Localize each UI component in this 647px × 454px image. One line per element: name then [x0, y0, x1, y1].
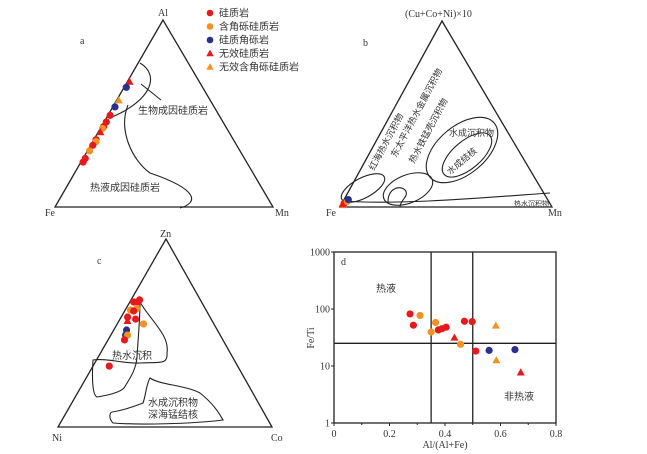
y-tick-label: 100 [315, 305, 330, 316]
data-point-b [344, 195, 352, 204]
region-label-hydrothermal-b: 热水沉积物 [514, 199, 549, 208]
panel-c: Zn c Ni Co 热水沉积 水成沉积物 深海锰结核 [52, 229, 283, 444]
region-label-hydrothermal-d: 热液 [376, 282, 396, 295]
panel-label-c: c [97, 256, 102, 267]
vertex-top-c: Zn [160, 229, 171, 240]
biogenic-tick [140, 83, 162, 101]
legend-marker-red-circle [206, 9, 214, 17]
data-point-d [427, 328, 435, 336]
region-label-hydrothermal-c: 热水沉积 [112, 349, 152, 362]
data-point-a [85, 147, 94, 155]
data-point-d [468, 318, 476, 326]
data-point-c [105, 362, 113, 370]
data-point-a [114, 96, 123, 104]
hydrogenous-nodule-region [441, 132, 493, 178]
x-tick-label: 0.8 [550, 429, 563, 440]
data-point-d [442, 323, 450, 331]
vertex-right-b: Mn [548, 208, 562, 219]
panel-d: d 热液 非热液 Al/(Al+Fe) Fe/Ti 0 0.2 0.4 0.6 0.8 1… [306, 248, 562, 452]
x-tick-label: 0.6 [494, 429, 507, 440]
data-point-c [135, 296, 144, 304]
region-label-hydrogenous-c: 水成沉积物 [148, 396, 198, 409]
panel-label-a: a [80, 36, 85, 47]
legend-marker-blue-circle [206, 36, 214, 44]
panel-a: a Al Fe Mn 生物成因硅质岩 热液成因硅质岩 硅质岩含角砾硅质岩硅质角砾… [45, 7, 299, 220]
panel-label-d: d [341, 257, 346, 268]
hydrogenous-region-c [109, 377, 224, 425]
data-point-d [450, 333, 459, 341]
red-sea-region [340, 173, 386, 203]
east-pacific-region [382, 172, 434, 206]
biogenic-boundary [111, 62, 151, 118]
hydrothermal-region-c [91, 299, 168, 398]
vertex-left-b: Fe [326, 208, 337, 219]
y-tick-label: 1000 [310, 248, 330, 259]
region-label-nonhydrothermal-d: 非热液 [504, 390, 534, 403]
y-tick-label: 1 [325, 419, 330, 430]
data-point-d [472, 347, 480, 355]
vertex-top-b: (Cu+Co+Ni)×10 [405, 9, 472, 20]
panel-b: (Cu+Co+Ni)×10 b Fe Mn 红海热水沉积物 东太平洋热水金属沉积… [326, 9, 562, 219]
vertex-top-a: Al [158, 8, 168, 19]
data-point-d [456, 340, 465, 348]
hydrothermal-band [341, 192, 551, 203]
region-label-biogenic: 生物成因硅质岩 [138, 104, 208, 117]
region-label-nodule-c: 深海锰结核 [148, 408, 198, 421]
ternary-triangle-b [338, 19, 554, 208]
legend-marker-red-triangle [206, 49, 214, 57]
data-point-d [516, 368, 525, 376]
vertex-right-a: Mn [275, 208, 289, 219]
ternary-triangle-c [56, 237, 274, 428]
legend-label: 硅质岩 [219, 7, 249, 20]
data-point-c [123, 316, 132, 324]
data-point-c [139, 320, 148, 328]
vertex-right-c: Co [271, 433, 283, 444]
data-points [79, 77, 525, 376]
data-point-d [492, 356, 501, 364]
y-tick-label: 10 [320, 362, 330, 373]
region-label-hydrogenous: 水成沉积物 [449, 127, 494, 138]
legend-label: 无效含角砾硅质岩 [219, 61, 299, 74]
data-point-a [79, 158, 87, 166]
data-point-a [125, 77, 134, 85]
data-point-d [491, 321, 500, 329]
x-tick-label: 0 [332, 429, 337, 440]
data-point-d [511, 345, 519, 354]
y-axis-label: Fe/Ti [306, 327, 317, 349]
legend-marker-orange-circle [206, 23, 214, 30]
x-axis-label: Al/(Al+Fe) [422, 440, 467, 451]
data-point-d [409, 321, 417, 329]
data-point-a [106, 111, 114, 119]
vertex-left-c: Ni [52, 433, 62, 444]
data-point-a [122, 83, 130, 91]
region-label-hydrothermal: 热液成因硅质岩 [90, 181, 160, 194]
x-tick-label: 0.4 [439, 429, 452, 440]
data-point-c [132, 315, 140, 323]
legend-marker-orange-triangle [206, 63, 214, 70]
legend-label: 硅质角砾岩 [219, 34, 269, 47]
data-point-a [111, 103, 119, 111]
vertex-left-a: Fe [45, 208, 56, 219]
legend-label: 无效硅质岩 [219, 47, 269, 60]
data-point-d [431, 318, 440, 327]
x-tick-label: 0.2 [383, 429, 396, 440]
hydrothermal-boundary [124, 104, 193, 209]
legend-label: 含角砾硅质岩 [219, 20, 279, 33]
panel-label-b: b [363, 38, 368, 49]
data-point-d [416, 311, 424, 320]
data-point-c [120, 336, 129, 344]
data-point-c [130, 307, 138, 315]
data-point-a [89, 141, 97, 149]
data-point-b [338, 200, 347, 208]
data-point-d [485, 346, 493, 354]
hydrogenous-region [425, 116, 499, 184]
data-point-d [406, 310, 414, 318]
data-point-a [96, 128, 105, 136]
data-point-d [460, 317, 469, 325]
